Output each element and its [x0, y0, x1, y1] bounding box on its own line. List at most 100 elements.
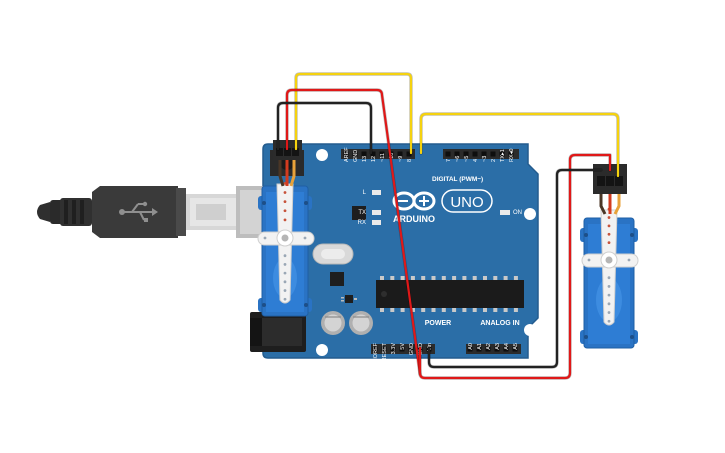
digital-pin-label: GND [353, 150, 359, 162]
svg-text:RX: RX [358, 220, 366, 226]
svg-text:TX: TX [358, 210, 366, 216]
digital-pin-label: ~3 [482, 156, 488, 162]
digital-label: DIGITAL (PWM~) [432, 176, 483, 183]
power-pin-socket[interactable] [399, 346, 405, 352]
usb-icon [119, 201, 158, 222]
digital-pin-label: 8 [407, 159, 413, 162]
model-badge: UNO [441, 189, 493, 213]
dc-power-jack [250, 312, 306, 352]
analog-pin-label: A4 [504, 343, 510, 350]
digital-pin-socket[interactable] [361, 151, 367, 157]
wires [276, 72, 620, 380]
wire-GND-to-servo-right-ground[interactable] [427, 168, 603, 369]
analog-pin-label: A2 [486, 343, 492, 350]
svg-text:ON: ON [513, 210, 522, 216]
digital-pin-socket[interactable] [463, 151, 469, 157]
led-on: ON [500, 210, 522, 216]
power-pin-label: 5V [400, 343, 406, 350]
brand-label: ARDUINO [393, 214, 435, 224]
analog-pin-label: A1 [477, 343, 483, 350]
regulator-chip [330, 272, 344, 286]
digital-pin-socket[interactable] [454, 151, 460, 157]
analog-pin-label: A3 [495, 343, 501, 350]
power-pin-socket[interactable] [381, 346, 387, 352]
wire-5V-to-servo-right-power[interactable] [418, 153, 612, 380]
servo-horn[interactable] [581, 207, 639, 326]
crystal-oscillator [312, 243, 354, 265]
transistor [341, 295, 357, 303]
svg-text:L: L [363, 190, 367, 196]
digital-pin-socket[interactable] [490, 151, 496, 157]
mounting-hole [524, 324, 536, 336]
power-label: POWER [425, 320, 451, 327]
digital-pin-socket[interactable] [397, 151, 403, 157]
power-pin-socket[interactable] [390, 346, 396, 352]
servo-connector[interactable] [273, 140, 302, 160]
digital-pin-socket[interactable] [379, 151, 385, 157]
usb-cable[interactable] [37, 186, 254, 238]
wire-9-to-servo-right-signal[interactable] [419, 112, 620, 178]
digital-pin-socket[interactable] [343, 151, 349, 157]
analog-pin-label: A5 [513, 343, 519, 350]
power-pin-label: RESET [382, 342, 388, 361]
digital-pin-socket[interactable] [406, 151, 412, 157]
servo-left[interactable] [257, 140, 315, 317]
atmega-chip [376, 276, 524, 312]
analog-pin-socket[interactable] [476, 346, 482, 352]
led-rx: RX [358, 220, 381, 226]
wire-GND-to-servo-left-ground[interactable] [276, 101, 373, 155]
analog-pin-socket[interactable] [485, 346, 491, 352]
digital-pin-label: ~5 [464, 156, 470, 162]
mounting-hole [316, 149, 328, 161]
wire-5V-to-servo-left-power[interactable] [285, 88, 422, 376]
digital-pin-label: 13 [362, 156, 368, 162]
digital-pin-label: 4 [473, 159, 479, 162]
led-tx: TX [358, 210, 381, 216]
analog-header[interactable] [466, 344, 521, 354]
digital-pin-label: RX◂0 [509, 149, 515, 162]
digital-pin-label: ~6 [455, 156, 461, 162]
power-pin-label: Vin [427, 343, 433, 351]
digital-pin-label: TX▸1 [500, 149, 506, 162]
capacitor [321, 311, 345, 335]
digital-pin-label: AREF [344, 147, 350, 162]
digital-pin-socket[interactable] [445, 151, 451, 157]
capacitor [349, 311, 373, 335]
power-pin-socket[interactable] [372, 346, 378, 352]
wire-10-to-servo-left-signal[interactable] [294, 72, 413, 155]
digital-pin-socket[interactable] [481, 151, 487, 157]
digital-pin-label: ~11 [380, 153, 386, 162]
power-pin-label: IOREF [373, 342, 379, 359]
power-pin-socket[interactable] [408, 346, 414, 352]
digital-pin-socket[interactable] [352, 151, 358, 157]
digital-pin-socket[interactable] [499, 151, 505, 157]
digital-pin-label: 2 [491, 159, 497, 162]
digital-pin-socket[interactable] [508, 151, 514, 157]
digital-pin-label: 12 [371, 156, 377, 162]
usb-chip [352, 206, 366, 220]
analog-label: ANALOG IN [480, 320, 519, 327]
mounting-hole [524, 208, 536, 220]
analog-pin-socket[interactable] [494, 346, 500, 352]
servo-right[interactable] [580, 164, 639, 349]
digital-pin-socket[interactable] [472, 151, 478, 157]
analog-pin-socket[interactable] [512, 346, 518, 352]
analog-pin-socket[interactable] [503, 346, 509, 352]
led-l: L [363, 190, 381, 196]
arduino-logo-icon [392, 191, 436, 211]
digital-pin-label: 7 [446, 159, 452, 162]
servo-horn[interactable] [257, 182, 315, 304]
digital-pin-label: ~9 [398, 156, 404, 162]
analog-pin-socket[interactable] [467, 346, 473, 352]
digital-pin-socket[interactable] [370, 151, 376, 157]
svg-text:UNO: UNO [450, 194, 483, 211]
analog-pin-label: A0 [468, 343, 474, 350]
power-pin-label: 3.3V [391, 343, 397, 355]
digital-pin-label: ~10 [389, 153, 395, 162]
power-pin-label: GND [409, 343, 415, 355]
mounting-hole [316, 344, 328, 356]
